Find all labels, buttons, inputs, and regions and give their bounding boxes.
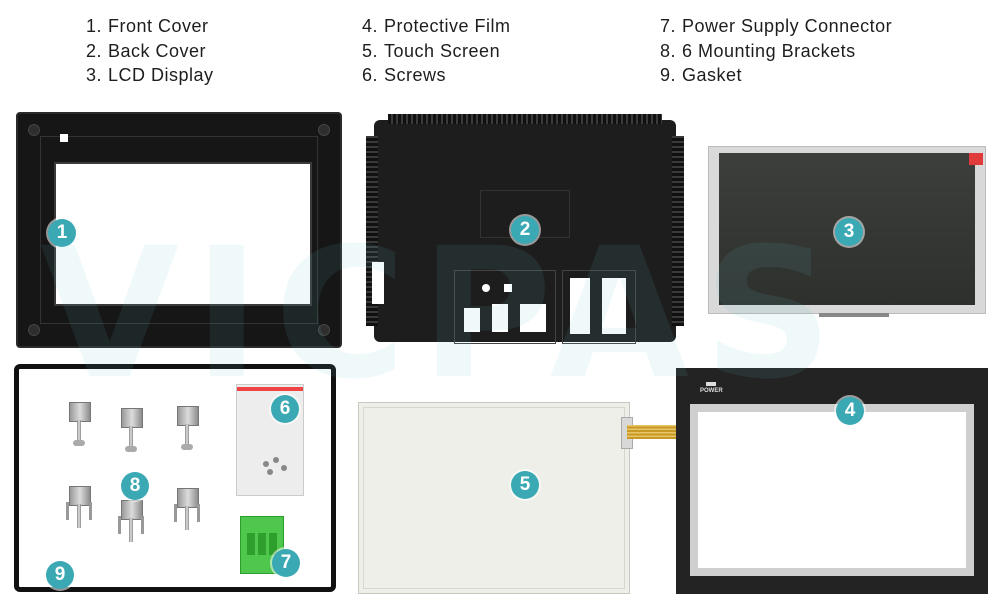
legend-column-2: 4.Protective Film 5.Touch Screen 6.Screw…: [362, 14, 662, 88]
legend-item-front-cover: 1.Front Cover: [86, 16, 209, 36]
protective-film-window: [690, 404, 974, 576]
mounting-bracket: [66, 402, 92, 446]
back-cover-cutout: [602, 278, 626, 334]
mounting-bracket: [174, 488, 200, 532]
screw: [281, 465, 287, 471]
back-cover-cutout: [492, 304, 508, 332]
back-cover-port-area: [454, 270, 556, 344]
badge-9: 9: [46, 561, 74, 589]
legend-item-mounting-brackets: 8.6 Mounting Brackets: [660, 40, 856, 61]
front-cover-bezel: [40, 136, 318, 324]
back-cover-side-vents: [672, 136, 684, 326]
mounting-bracket: [174, 406, 200, 450]
lcd-flex-cable: [819, 313, 889, 317]
power-supply-connector-image: [240, 516, 284, 574]
badge-1: 1: [48, 219, 76, 247]
mounting-bracket: [118, 500, 144, 544]
power-led: [706, 382, 716, 386]
back-cover-cutout: [570, 278, 590, 334]
front-cover-led-cutout: [60, 134, 68, 142]
badge-6: 6: [271, 395, 299, 423]
legend-column-1: 1.Front Cover 2.Back Cover 3.LCD Display: [86, 14, 386, 88]
front-cover-window: [54, 162, 312, 306]
legend-item-screws: 6.Screws: [362, 65, 447, 85]
protective-film-image: POWER: [676, 368, 988, 594]
screw: [263, 461, 269, 467]
touch-screen-image: [358, 402, 725, 594]
badge-5: 5: [511, 471, 539, 499]
badge-8: 8: [121, 472, 149, 500]
screw: [273, 457, 279, 463]
badge-2: 2: [511, 216, 539, 244]
legend-item-touch-screen: 5.Touch Screen: [362, 40, 501, 61]
back-cover-cutout: [372, 262, 384, 304]
legend-item-lcd-display: 3.LCD Display: [86, 65, 214, 85]
badge-3: 3: [835, 218, 863, 246]
legend-item-back-cover: 2.Back Cover: [86, 40, 207, 61]
touch-screen-glass: [363, 407, 625, 589]
back-cover-cutout: [504, 284, 512, 292]
bag-seal: [237, 387, 303, 391]
back-cover-vents: [388, 114, 662, 124]
back-cover-cutout: [482, 284, 490, 292]
badge-7: 7: [272, 549, 300, 577]
mounting-hole: [28, 124, 40, 136]
legend-column-3: 7.Power Supply Connector 8.6 Mounting Br…: [660, 14, 960, 88]
back-cover-cutout: [464, 308, 480, 332]
gasket-image: [14, 364, 336, 592]
mounting-hole: [28, 324, 40, 336]
lcd-protective-tab: [969, 153, 983, 165]
mounting-hole: [318, 124, 330, 136]
legend-item-gasket: 9.Gasket: [660, 65, 743, 85]
mounting-hole: [318, 324, 330, 336]
legend-item-power-supply-connector: 7.Power Supply Connector: [660, 16, 893, 36]
badge-4: 4: [836, 397, 864, 425]
mounting-bracket: [118, 408, 144, 452]
screw: [267, 469, 273, 475]
legend-item-protective-film: 4.Protective Film: [362, 16, 511, 36]
power-label: POWER: [700, 388, 723, 394]
back-cover-cutout: [520, 304, 546, 332]
back-cover-port-area: [562, 270, 636, 344]
mounting-bracket: [66, 486, 92, 530]
